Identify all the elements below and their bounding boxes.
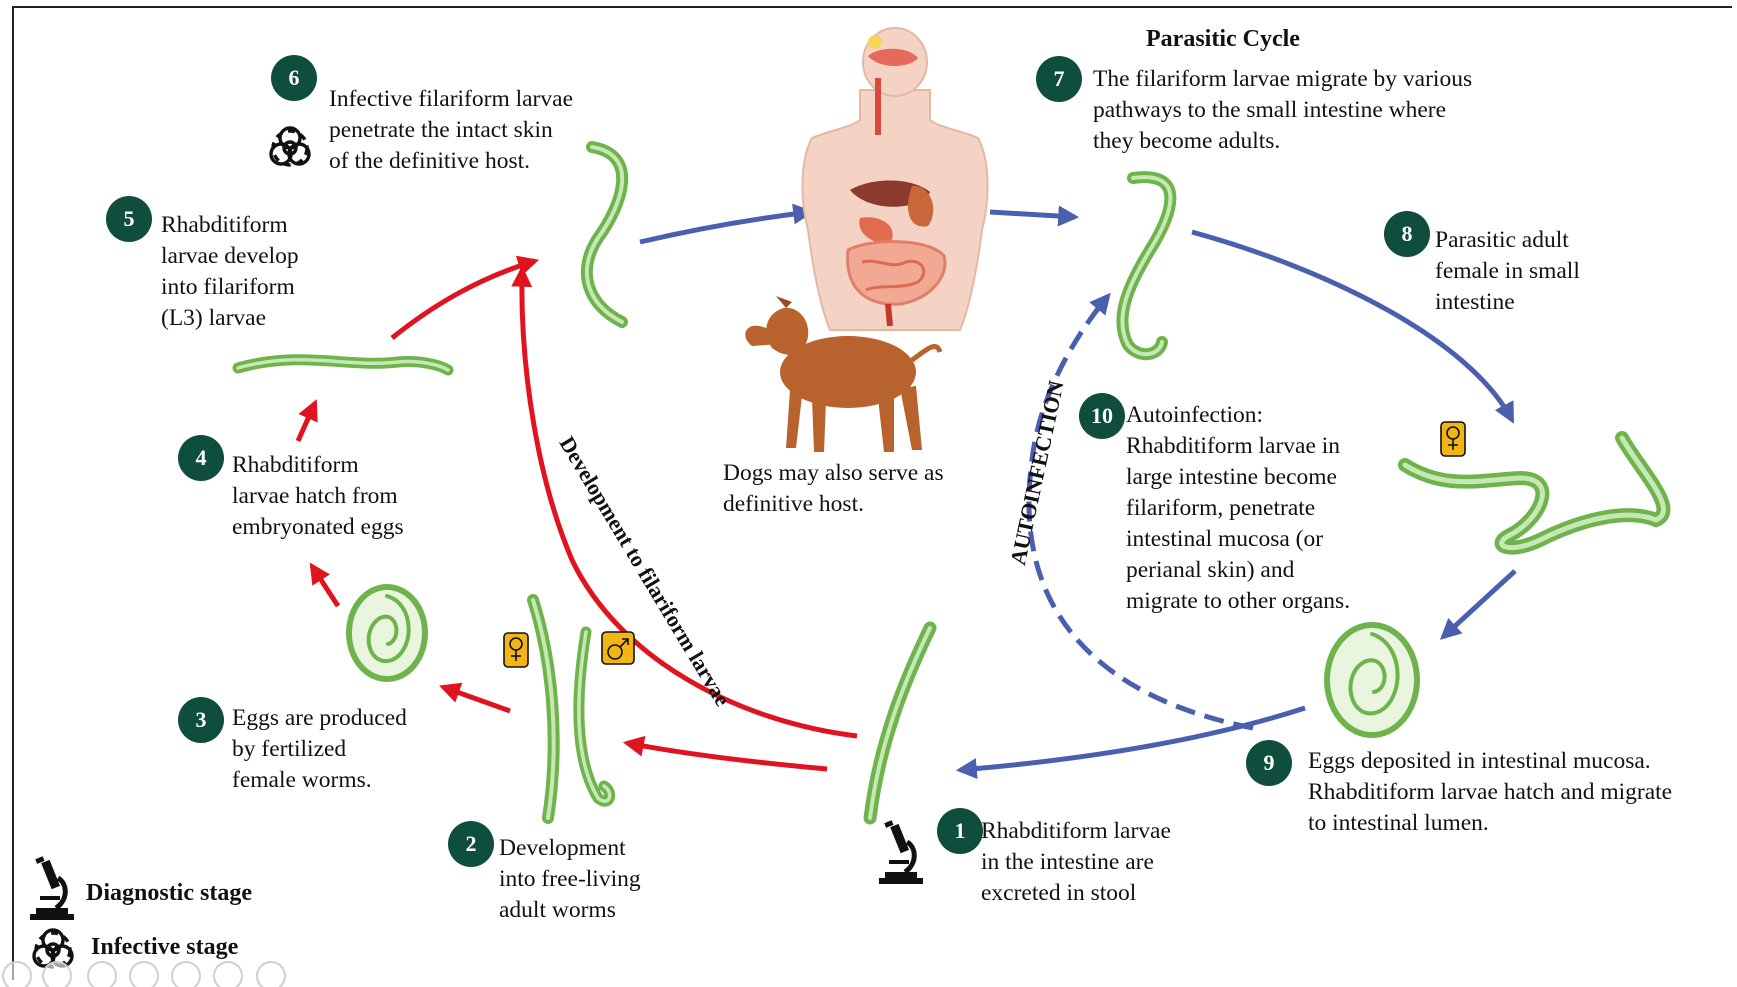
arrow-3-to-4 <box>312 566 338 606</box>
legend-infective-label: Infective stage <box>91 934 238 961</box>
arrow-6-to-host <box>640 212 810 242</box>
pen-icon[interactable] <box>87 961 117 987</box>
stage-6-badge: 6 <box>271 55 317 101</box>
female-symbol-icon-stage-8 <box>1441 422 1465 456</box>
human-body-illustration <box>802 28 987 330</box>
egg-stage-3 <box>349 587 425 679</box>
play-icon[interactable] <box>42 961 72 987</box>
stage-7-text: The filariform larvae migrate by various… <box>1093 64 1472 157</box>
arrow-1-to-2 <box>627 743 827 769</box>
stage-4-badge: 4 <box>178 435 224 481</box>
stage-4-text: Rhabditiform larvae hatch from embryonat… <box>232 450 404 543</box>
biohazard-icon-stage-6 <box>271 128 309 165</box>
stage-7-badge: 7 <box>1036 56 1082 102</box>
stage-9-badge: 9 <box>1246 740 1292 786</box>
stage-6-text: Infective filariform larvae penetrate th… <box>329 84 573 177</box>
stage-2-text: Development into free-living adult worms <box>499 833 641 926</box>
zoom-icon[interactable] <box>171 961 201 987</box>
stage-3-text: Eggs are produced by fertilized female w… <box>232 703 407 796</box>
worm-stage-7 <box>1122 177 1170 354</box>
more-icon[interactable] <box>256 961 286 987</box>
stage-5-badge: 5 <box>106 196 152 242</box>
egg-stage-9 <box>1327 625 1417 735</box>
stage-9-text: Eggs deposited in intestinal mucosa. Rha… <box>1308 746 1672 839</box>
stage-3-badge: 3 <box>178 697 224 743</box>
arrow-4-to-5 <box>298 403 315 441</box>
microscope-icon-stage-1 <box>879 820 923 884</box>
stage-1-badge: 1 <box>937 808 983 854</box>
stage-10-badge: 10 <box>1079 393 1125 439</box>
microscope-icon-legend <box>30 856 74 920</box>
slides-icon[interactable] <box>129 961 159 987</box>
female-symbol-icon <box>504 633 528 667</box>
arrow-5-to-6 <box>392 261 535 338</box>
stage-10-text: Autoinfection: Rhabditiform larvae in la… <box>1126 400 1350 617</box>
male-symbol-icon <box>602 632 634 664</box>
worms-stage-2 <box>533 600 610 818</box>
arrow-host-to-7 <box>990 212 1075 217</box>
stage-8-badge: 8 <box>1384 211 1430 257</box>
arrow-2-to-3 <box>443 687 510 711</box>
arrow-8-to-9 <box>1443 571 1515 637</box>
previous-icon[interactable] <box>2 961 32 987</box>
subtitles-icon[interactable] <box>213 961 243 987</box>
worm-stage-5 <box>238 360 448 370</box>
diagram-title: Parasitic Cycle <box>1146 26 1300 53</box>
stage-5-text: Rhabditiform larvae develop into filarif… <box>161 210 299 334</box>
worm-stage-6 <box>587 147 622 322</box>
legend-diagnostic-label: Diagnostic stage <box>86 880 252 907</box>
dog-caption: Dogs may also serve as definitive host. <box>723 458 944 520</box>
worm-stage-1 <box>870 628 930 818</box>
stage-2-badge: 2 <box>448 821 494 867</box>
stage-1-text: Rhabditiform larvae in the intestine are… <box>981 816 1171 909</box>
stage-8-text: Parasitic adult female in small intestin… <box>1435 225 1580 318</box>
